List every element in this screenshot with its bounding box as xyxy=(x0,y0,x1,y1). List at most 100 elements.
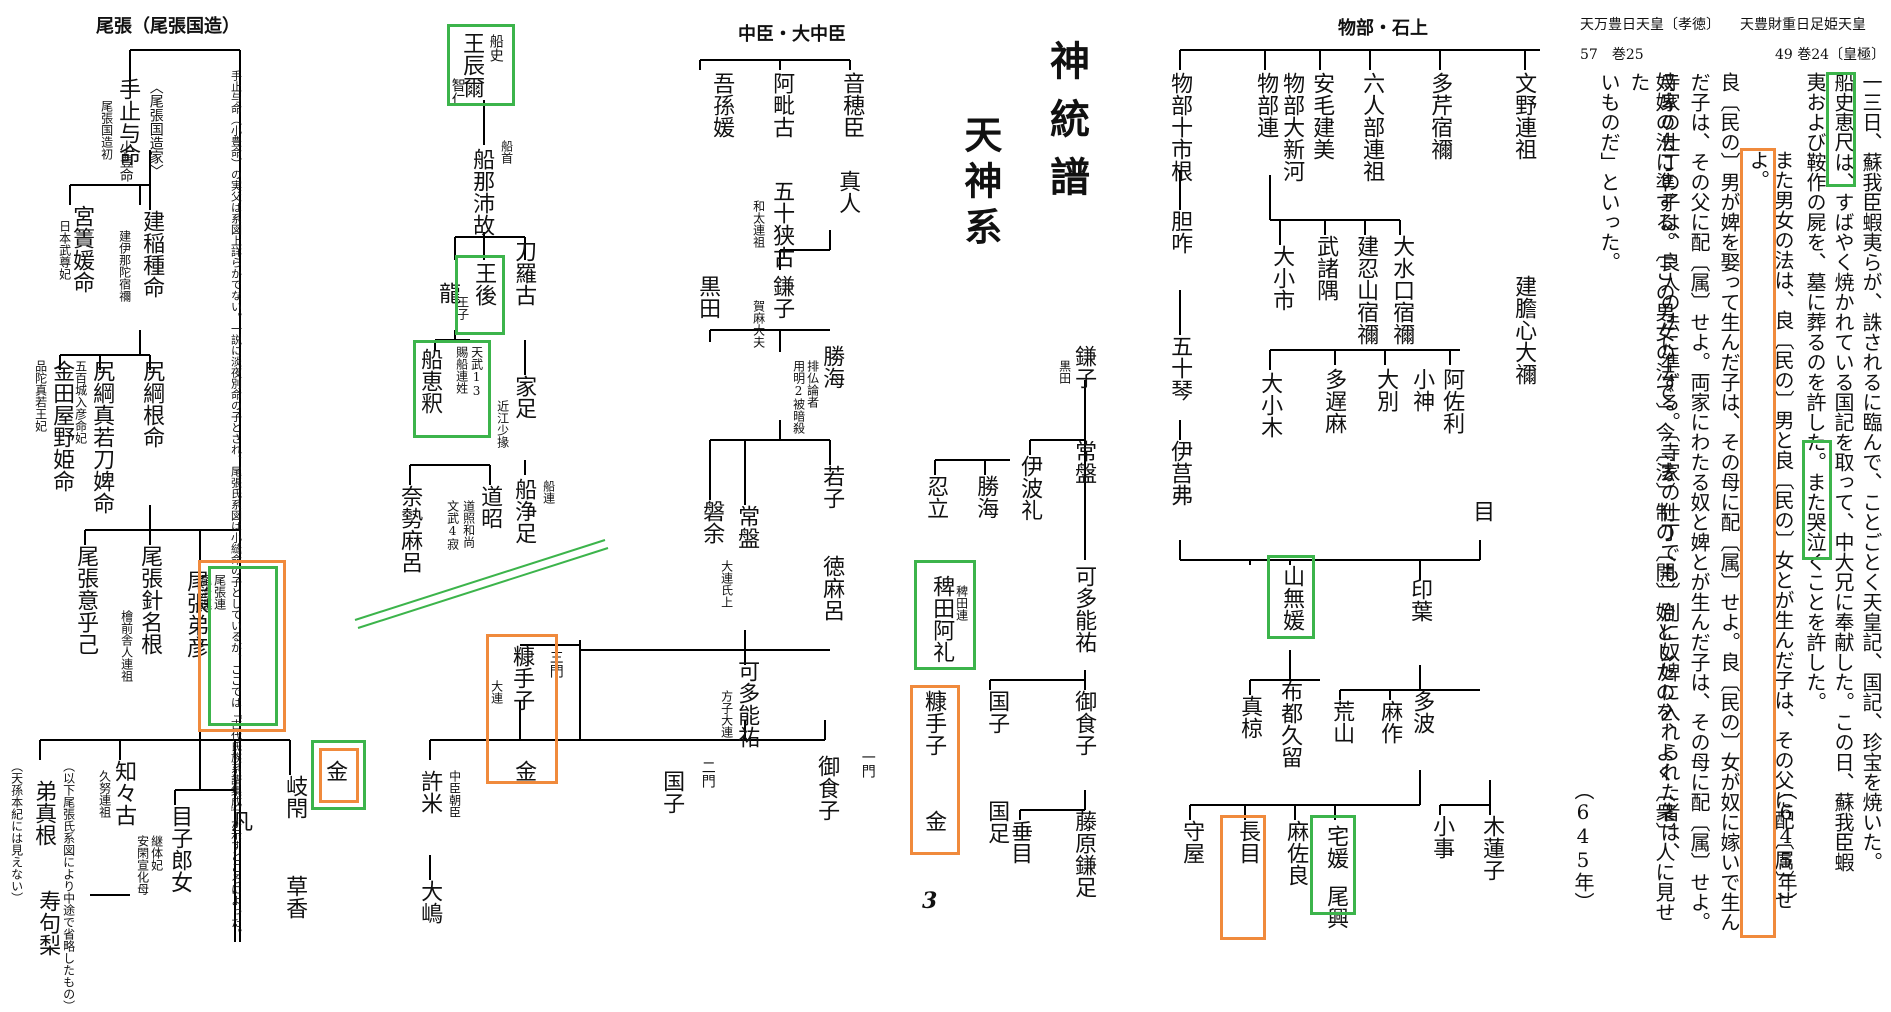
shinto-oshitachi: 忍立 xyxy=(923,475,949,519)
funa-name-chijin: 智仁 xyxy=(449,78,466,106)
mononobe-asari: 大別 xyxy=(1373,368,1399,412)
funa-name-ryu: 龍 xyxy=(435,282,461,304)
highlight-green-eshaku xyxy=(413,340,491,438)
nakatomi-katsumi: 勝海 xyxy=(819,345,845,389)
funa-name-funaobito: 船首 xyxy=(499,140,514,164)
left-col-4: 寺家の仕丁の子は、良人の法に準ずる。〔寺家の仕丁でも〕別に奴婢に入れられた者は、 xyxy=(1657,72,1681,862)
funa-name-shisei: 賜船連姓 xyxy=(454,346,469,394)
mononobe-nagame: 麻佐良 xyxy=(1283,820,1309,886)
owari-name-otohiko: 尾張弟彦 xyxy=(183,570,209,658)
owari-name-jukuri: 寿句梨 xyxy=(35,890,61,956)
left-year: （645年） xyxy=(1571,780,1595,912)
funa-name-torako: 刀羅古 xyxy=(511,240,537,306)
highlight-orange-shinto-nukateko xyxy=(910,685,960,855)
nakatomi-ahiko: 阿毗古 xyxy=(769,72,795,138)
shinto-kuroda: 黒田 xyxy=(1057,360,1072,384)
genealogy-lines xyxy=(39,49,1540,942)
genealogy-title: 神統譜 xyxy=(1043,40,1090,214)
nakatomi-mikeko: 御食子 xyxy=(814,755,840,821)
header-left: 天万豊日天皇〔孝徳〕 xyxy=(1580,17,1720,33)
left-col-5: 奴婢の法に準ずる。〔この男女の法で〕今〔法〕制の〔開〕始としたのを、よく〔衆〕人… xyxy=(1627,72,1676,922)
nakatomi-oomuraji2: 大連 xyxy=(489,680,504,704)
shinto-tarume: 垂目 xyxy=(1007,820,1033,864)
owari-header: 尾張（尾張国造） xyxy=(96,16,240,37)
owari-name-takeinadane: 建稲種命 xyxy=(139,210,165,298)
highlight-green-kane xyxy=(311,740,366,810)
owari-name-kokuzo: 尾張国造初 xyxy=(99,100,114,160)
highlight-orange-mononobe-kane xyxy=(1220,815,1266,940)
mononobe-moriya: 尾興 xyxy=(1323,885,1349,929)
shinto-iware: 伊波礼 xyxy=(1017,455,1043,521)
highlight-green-mononobe-okoshi xyxy=(1310,815,1356,915)
highlight-green-me xyxy=(1267,555,1315,639)
nakatomi-tokumaro: 徳麻呂 xyxy=(819,555,845,621)
highlight-green-hieda xyxy=(914,560,976,670)
owari-name-keitai: 継体妃 xyxy=(149,835,164,871)
mononobe-yamanashi: 小神 xyxy=(1409,368,1435,412)
highlight-green-otohiko xyxy=(208,566,278,726)
nakatomi-kamako: 鎌子 xyxy=(769,275,795,319)
mononobe-takeikokoro: 多芹宿禰 xyxy=(1427,72,1453,160)
funa-name-ietari: 家足 xyxy=(511,375,537,419)
nakatomi-wakako: 若子 xyxy=(819,465,845,509)
mononobe-okoshi: 宅媛 xyxy=(1323,825,1349,869)
right-year: （645年） xyxy=(1774,780,1798,912)
funa-name-nahako: 船那沛故 xyxy=(469,148,495,236)
mononobe-yakahime: 小事 xyxy=(1429,815,1455,859)
left-col-6: いものだ」といった。 xyxy=(1597,72,1621,272)
mononobe-taseri: 六人部連祖 xyxy=(1359,72,1385,182)
mononobe-me: 山無媛 xyxy=(1279,565,1305,631)
highlight-green-kokki xyxy=(1802,440,1832,560)
shinto-kamatari: 藤原鎌足 xyxy=(1071,810,1097,898)
owari-name-harinane: 尾張針名根 xyxy=(137,545,163,655)
header-right: 天豊財重日足姫天皇 xyxy=(1740,17,1866,33)
nakatomi-nukateko: 糠手子 xyxy=(509,645,535,711)
shinto-katanosuke: 可多能祐 xyxy=(1071,565,1097,653)
owari-header-note: 〈尾張国造家〉 xyxy=(147,80,164,178)
mononobe-morosumi: 大水口宿禰 xyxy=(1389,235,1415,345)
shinto-kane: 金 xyxy=(921,810,947,832)
nakatomi-iware: 磐余 xyxy=(699,500,725,544)
owari-name-owari-muraji: 尾張連 xyxy=(212,574,227,610)
owari-name-kanetayano: 金田屋野姫命 xyxy=(49,360,75,492)
shinto-tokiwa: 常盤 xyxy=(1071,440,1097,484)
owari-bottom-note2: （天孫本紀には見えない） xyxy=(9,760,24,904)
mononobe-asatsukuri: 真椋 xyxy=(1237,695,1263,739)
owari-name-chichiko: 知々古 xyxy=(111,760,137,826)
owari-name-hinokuma: 檜前舎人連祖 xyxy=(119,610,134,682)
mononobe-koto: 麻作 xyxy=(1377,700,1403,744)
nakatomi-isakako: 五十狭古 xyxy=(769,180,795,268)
highlight-orange-nukateko xyxy=(486,634,558,784)
owari-name-shiritsuna-mawaka: 尻綱真若刀婢命 xyxy=(89,360,115,514)
highlight-orange-otohiko xyxy=(198,560,286,732)
nakatomi-ason: 中臣朝臣 xyxy=(447,770,462,818)
funa-name-funamuraji: 船連 xyxy=(541,480,556,504)
nakatomi-kama-taifu: 賀麻大夫 xyxy=(751,300,766,348)
owari-name-teyo: 手止与命 xyxy=(115,78,141,166)
mononobe-ikui: 胆咋 xyxy=(1167,210,1193,254)
mononobe-kane: 長目 xyxy=(1235,820,1261,864)
page-left: 57 巻25 xyxy=(1580,47,1644,63)
tenjin-label: 天神系 xyxy=(957,115,1003,253)
right-col-1: 一三日、蘇我臣蝦夷らが、誅されるに臨んで、ことごとく天皇記、国記、珍宝を焼いた。 xyxy=(1859,72,1883,872)
nakatomi-tokiwa: 常盤 xyxy=(734,505,760,549)
mononobe-header: 物部・石上 xyxy=(1338,18,1428,39)
mononobe-mamuku: 目 xyxy=(1469,500,1495,522)
owari-name-honda: 品陀真若王妃 xyxy=(33,360,48,432)
mononobe-iitabi: 多波 xyxy=(1409,690,1435,734)
nakatomi-header: 中臣・大中臣 xyxy=(738,24,846,45)
nakatomi-mahito: 真人 xyxy=(835,170,861,214)
mononobe-akatake: 安毛建美 xyxy=(1309,72,1335,160)
funa-name-eshaku: 船恵釈 xyxy=(417,348,443,414)
highlight-green-funafubito xyxy=(1826,72,1856,187)
owari-name-miyasu: 宮簀媛命 xyxy=(69,205,95,293)
owari-name-kusaka: 草香 xyxy=(282,875,308,919)
nakatomi-haibutsu: 排仏論者 xyxy=(805,360,820,408)
nakatomi-nimon: 二門 xyxy=(699,760,716,788)
nakatomi-oshima: 大嶋 xyxy=(417,880,443,924)
mononobe-masara: 木蓮子 xyxy=(1479,815,1505,881)
mononobe-oshiyama: 建膽心大禰 xyxy=(1511,275,1537,385)
right-col-3: 夷および鞍作の屍を、墓に葬るのを許した。また哭泣くことを許した。 xyxy=(1803,72,1827,712)
nakatomi-otohoomi: 音穂臣 xyxy=(839,72,865,138)
owari-name-kihe: 岐閇 xyxy=(282,775,308,819)
